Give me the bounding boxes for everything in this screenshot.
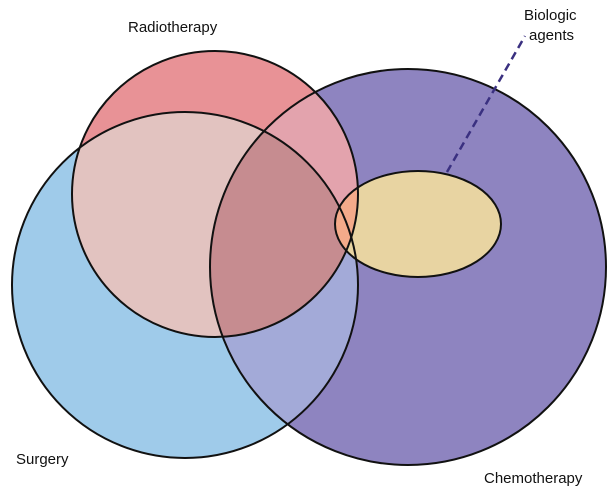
biologic-label-line2: agents	[529, 27, 574, 44]
surgery-label: Surgery	[16, 451, 69, 468]
biologic-label-line1: Biologic	[524, 7, 577, 24]
surgery-outline	[11, 111, 359, 459]
chemotherapy-outline	[209, 68, 607, 466]
biologic-agents-ellipse	[335, 171, 501, 277]
biologic-agents-outline	[334, 170, 502, 278]
chemotherapy-label: Chemotherapy	[484, 470, 583, 487]
biologic-leader-line	[445, 35, 527, 173]
radiotherapy-label: Radiotherapy	[128, 19, 218, 36]
radiotherapy-outline	[71, 50, 359, 338]
